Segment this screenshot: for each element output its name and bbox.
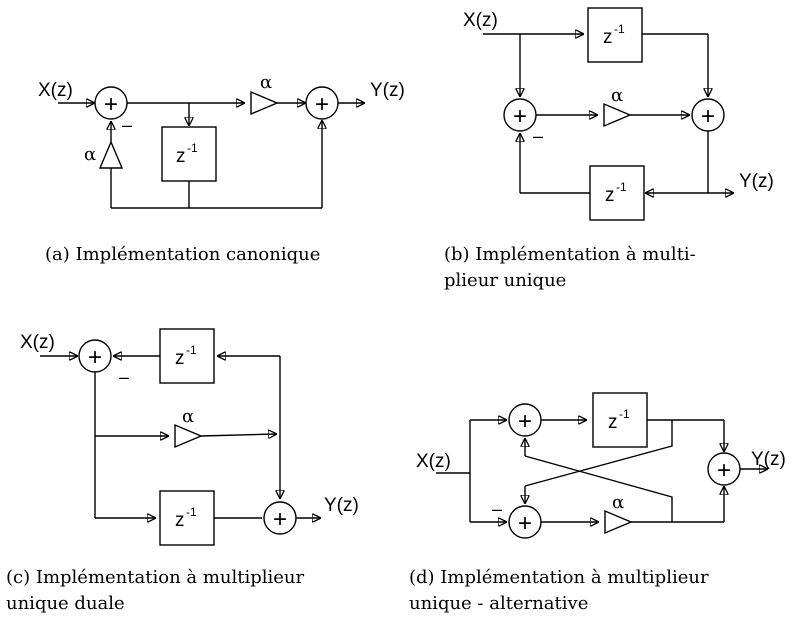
adder-b2-plus: + — [701, 103, 715, 130]
adder-a2-plus: + — [315, 91, 329, 118]
diagram-b: X(z) z -1 + – α + Y(z) z -1 — [463, 7, 774, 221]
adder-c1-plus: + — [88, 344, 102, 371]
delay-c-bottom — [159, 490, 215, 546]
delay-a — [161, 126, 217, 182]
minus-sign-c: – — [119, 367, 129, 387]
caption-d-line2: unique - alternative — [409, 593, 588, 614]
delay-d-exp: -1 — [619, 407, 630, 421]
delay-c-top-exp: -1 — [186, 343, 197, 357]
adder-c2-plus: + — [273, 506, 287, 533]
delay-b-bottom — [589, 165, 645, 221]
gain-a-feedback-label: α — [84, 144, 96, 165]
adder-b1-plus: + — [513, 103, 527, 130]
gain-c — [174, 423, 203, 449]
adder-a1-plus: + — [104, 91, 118, 118]
delay-b-top-z: z — [603, 27, 613, 48]
output-label-c: Y(z) — [324, 495, 359, 516]
diagram-c: X(z) + – z -1 α z -1 + Y(z) — [20, 328, 359, 546]
caption-c-line1: (c) Implémentation à multiplieur — [6, 567, 305, 588]
delay-b-bottom-exp: -1 — [616, 180, 627, 194]
gain-c-label: α — [182, 406, 194, 427]
adder-d2-plus: + — [518, 510, 532, 537]
delay-b-top-exp: -1 — [614, 22, 625, 36]
adder-d3-plus: + — [717, 457, 731, 484]
delay-c-bottom-exp: -1 — [186, 505, 197, 519]
delay-b-bottom-z: z — [605, 185, 615, 206]
minus-sign-b: – — [533, 126, 543, 146]
gain-b-label: α — [611, 85, 623, 106]
adder-d1-plus: + — [518, 408, 532, 435]
caption-c-line2: unique duale — [6, 593, 125, 614]
delay-d — [592, 392, 648, 448]
input-label-a: X(z) — [38, 80, 73, 101]
caption-a: (a) Implémentation canonique — [45, 244, 320, 265]
gain-b — [603, 102, 632, 128]
gain-d-label: α — [612, 492, 624, 513]
gain-a-top-label: α — [260, 72, 272, 93]
input-label-b: X(z) — [463, 10, 498, 31]
minus-sign-d: – — [492, 499, 502, 519]
output-label-d: Y(z) — [751, 449, 786, 470]
delay-a-z: z — [176, 146, 186, 167]
gain-a-top — [250, 90, 279, 116]
minus-sign-a: – — [122, 115, 132, 135]
output-label-a: Y(z) — [370, 80, 405, 101]
gain-d — [604, 509, 633, 535]
delay-c-top-z: z — [175, 348, 185, 369]
delay-d-z: z — [608, 412, 618, 433]
output-label-b: Y(z) — [739, 171, 774, 192]
caption-b-line1: (b) Implémentation à multi- — [444, 244, 696, 265]
diagram-d: X(z) + z -1 + – α + Y(z) — [416, 392, 786, 539]
delay-c-top — [159, 328, 215, 384]
delay-b-top — [587, 7, 643, 63]
delay-c-bottom-z: z — [175, 510, 185, 531]
caption-d-line1: (d) Implémentation à multiplieur — [409, 567, 709, 588]
diagram-a: X(z) + – α + Y(z) z -1 α — [38, 72, 405, 209]
delay-a-exp: -1 — [187, 141, 198, 155]
input-label-d: X(z) — [416, 451, 451, 472]
input-label-c: X(z) — [20, 332, 55, 353]
gain-a-feedback — [98, 140, 124, 169]
caption-b-line2: plieur unique — [444, 270, 566, 291]
